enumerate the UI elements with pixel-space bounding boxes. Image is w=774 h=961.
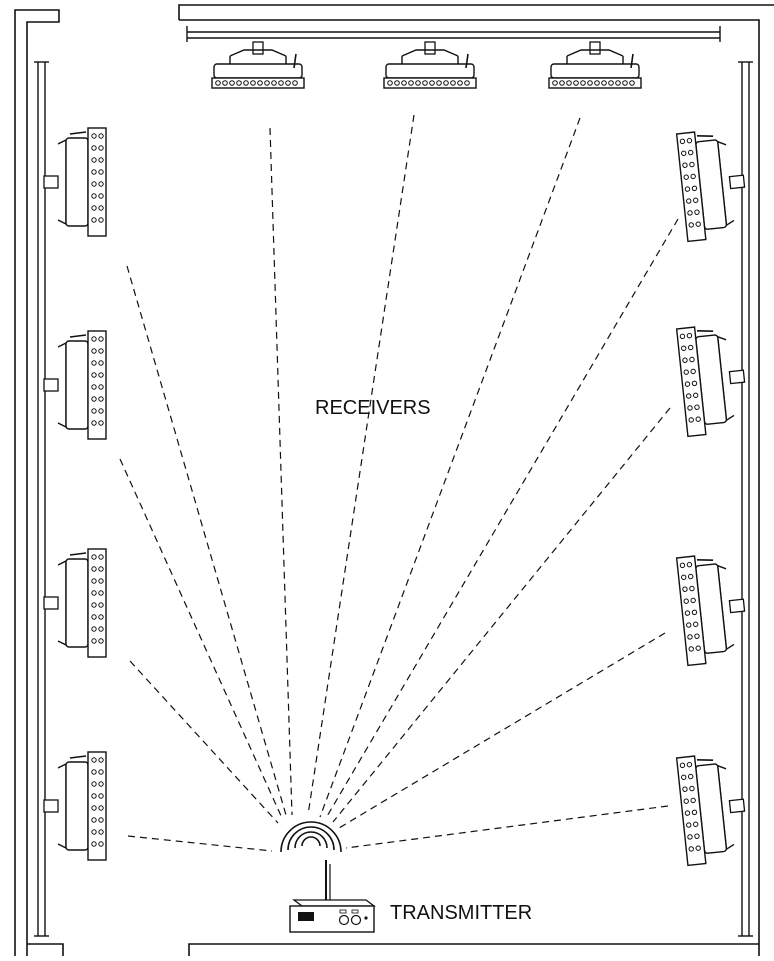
wall-bottom-right <box>188 943 759 956</box>
signal-links <box>119 114 679 852</box>
signal-link-right-2 <box>332 407 671 823</box>
wall-top-right <box>178 4 774 956</box>
receiver-fixture-ceiling-3 <box>548 41 642 89</box>
signal-link-left-3 <box>129 660 279 824</box>
signal-link-right-1 <box>325 218 679 819</box>
transmitter-label: TRANSMITTER <box>390 902 533 924</box>
signal-link-left-1 <box>126 265 287 816</box>
signal-link-ceiling-3 <box>319 117 581 818</box>
receiver-fixture-right-2 <box>677 322 750 436</box>
left-wall-pipe <box>34 61 49 937</box>
receiver-fixture-left-3 <box>43 548 107 658</box>
signal-link-ceiling-2 <box>307 114 415 816</box>
signal-link-right-3 <box>338 632 666 829</box>
wall-bottom-left <box>27 943 64 956</box>
receiver-fixture-left-2 <box>43 330 107 440</box>
signal-link-ceiling-1 <box>269 127 293 816</box>
receiver-fixture-right-3 <box>677 551 750 665</box>
ceiling-truss <box>186 26 721 42</box>
signal-link-left-2 <box>119 458 283 819</box>
signal-link-left-4 <box>127 835 273 852</box>
receivers-label: RECEIVERS <box>315 397 431 419</box>
antenna-signal-icon <box>280 821 342 853</box>
room-walls <box>14 4 774 956</box>
right-wall-pipe <box>738 61 753 937</box>
receiver-fixture-ceiling-1 <box>211 41 305 89</box>
wall-top-left <box>14 9 60 956</box>
transmitter-device <box>289 859 375 933</box>
signal-link-right-4 <box>345 805 669 849</box>
receiver-fixture-left-4 <box>43 751 107 861</box>
receiver-fixture-right-4 <box>677 751 750 865</box>
receiver-fixture-left-1 <box>43 127 107 237</box>
receiver-fixture-ceiling-2 <box>383 41 477 89</box>
receiver-fixture-right-1 <box>677 127 750 241</box>
